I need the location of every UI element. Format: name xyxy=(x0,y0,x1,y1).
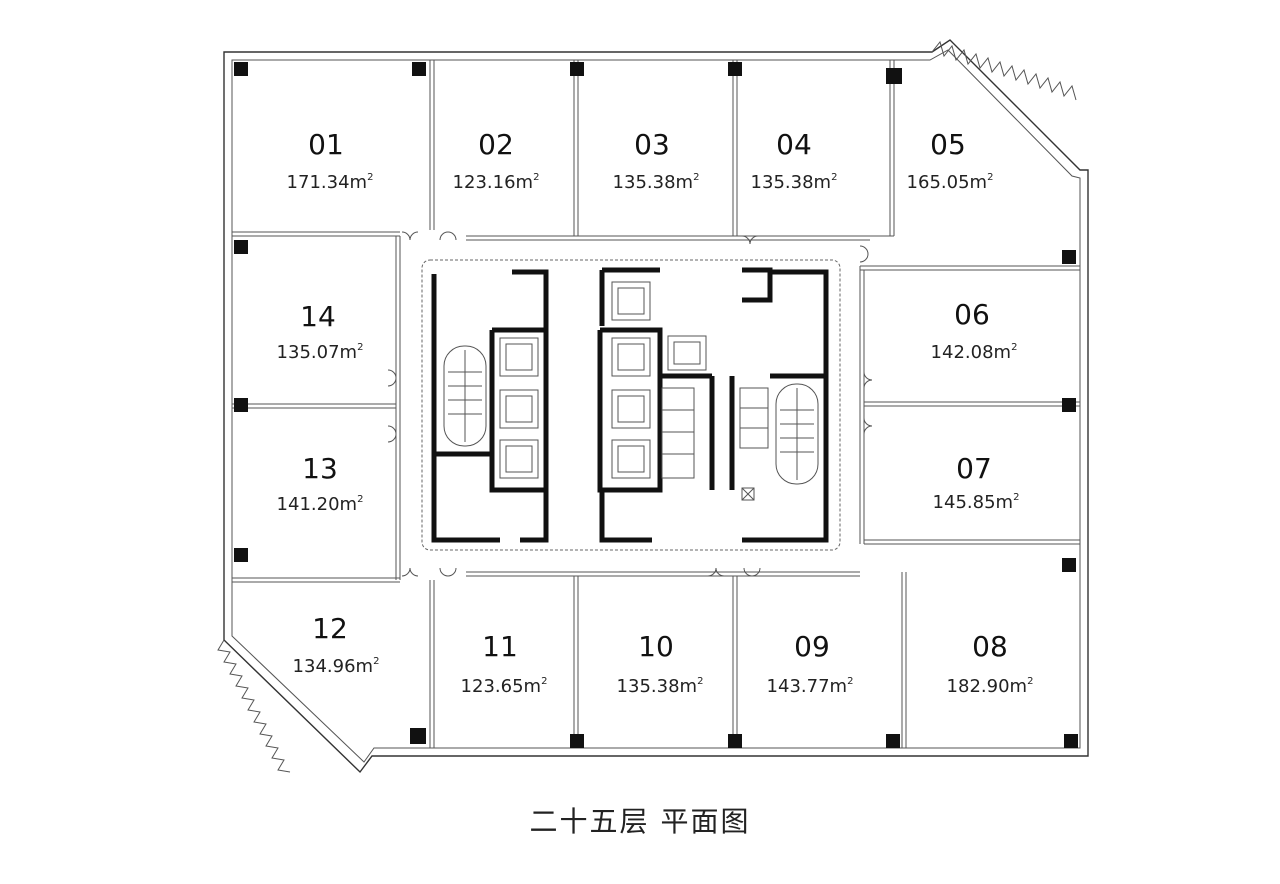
unit-number: 07 xyxy=(956,452,992,485)
floor-plan-caption: 二十五层 平面图 xyxy=(529,805,751,838)
unit-area: 123.65m2 xyxy=(461,676,548,697)
unit-03[interactable]: 03 135.38m2 xyxy=(613,128,700,193)
unit-area: 135.38m2 xyxy=(617,676,704,697)
unit-area: 135.38m2 xyxy=(751,172,838,193)
unit-13[interactable]: 13 141.20m2 xyxy=(277,452,364,515)
unit-number: 02 xyxy=(478,128,514,161)
unit-area: 165.05m2 xyxy=(907,172,994,193)
unit-area: 145.85m2 xyxy=(933,492,1020,513)
unit-area: 171.34m2 xyxy=(287,172,374,193)
building-outline xyxy=(217,39,1089,774)
unit-area: 135.38m2 xyxy=(613,172,700,193)
unit-number: 10 xyxy=(638,630,674,663)
unit-01[interactable]: 01 171.34m2 xyxy=(287,128,374,193)
unit-area: 182.90m2 xyxy=(947,676,1034,697)
unit-06[interactable]: 06 142.08m2 xyxy=(931,298,1018,363)
unit-07[interactable]: 07 145.85m2 xyxy=(933,452,1020,513)
unit-number: 06 xyxy=(954,298,990,331)
unit-area: 143.77m2 xyxy=(767,676,854,697)
building-core xyxy=(421,259,841,551)
unit-number: 03 xyxy=(634,128,670,161)
unit-number: 09 xyxy=(794,630,830,663)
unit-area: 135.07m2 xyxy=(277,342,364,363)
unit-area: 142.08m2 xyxy=(931,342,1018,363)
unit-12[interactable]: 12 134.96m2 xyxy=(293,612,380,677)
unit-number: 04 xyxy=(776,128,812,161)
unit-10[interactable]: 10 135.38m2 xyxy=(617,630,704,697)
structural-columns xyxy=(234,62,1078,748)
unit-number: 14 xyxy=(300,300,336,333)
unit-02[interactable]: 02 123.16m2 xyxy=(453,128,540,193)
unit-number: 11 xyxy=(482,630,518,663)
unit-number: 01 xyxy=(308,128,344,161)
unit-labels: 01 171.34m2 02 123.16m2 03 135.38m2 04 1… xyxy=(277,128,1034,697)
unit-area: 141.20m2 xyxy=(277,494,364,515)
unit-number: 13 xyxy=(302,452,338,485)
unit-11[interactable]: 11 123.65m2 xyxy=(461,630,548,697)
unit-number: 12 xyxy=(312,612,348,645)
unit-number: 08 xyxy=(972,630,1008,663)
unit-04[interactable]: 04 135.38m2 xyxy=(751,128,838,193)
unit-partitions xyxy=(232,60,1080,748)
unit-05[interactable]: 05 165.05m2 xyxy=(907,128,994,193)
unit-14[interactable]: 14 135.07m2 xyxy=(277,300,364,363)
unit-area: 134.96m2 xyxy=(293,656,380,677)
unit-08[interactable]: 08 182.90m2 xyxy=(947,630,1034,697)
unit-number: 05 xyxy=(930,128,966,161)
unit-09[interactable]: 09 143.77m2 xyxy=(767,630,854,697)
unit-area: 123.16m2 xyxy=(453,172,540,193)
